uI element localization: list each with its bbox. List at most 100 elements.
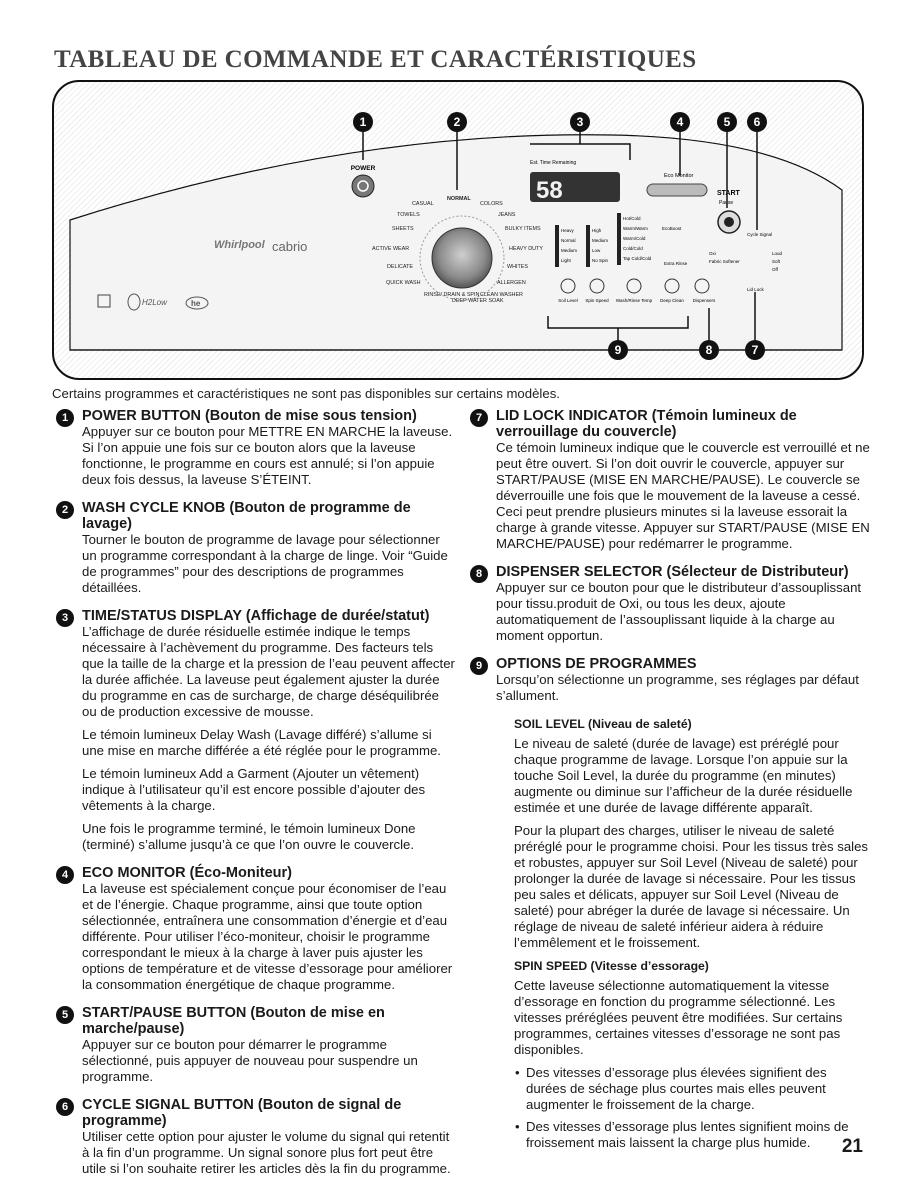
wash-cycle-knob-graphic xyxy=(419,215,505,301)
section-time-status-display: 3 TIME/STATUS DISPLAY (Affichage de duré… xyxy=(56,608,456,853)
spin-button-icon xyxy=(589,278,605,294)
section-dispenser-selector: 8 DISPENSER SELECTOR (Sélecteur de Distr… xyxy=(470,564,870,644)
cycle-label-colors: COLORS xyxy=(480,201,503,207)
callout-3: 3 xyxy=(577,115,584,129)
section-wash-cycle-knob: 2 WASH CYCLE KNOB (Bouton de programme d… xyxy=(56,500,456,596)
subsection-title: SPIN SPEED (Vitesse d’essorage) xyxy=(514,959,709,973)
deep-clean-button-icon xyxy=(664,278,680,294)
bullet-item: Des vitesses d’essorage plus élevées sig… xyxy=(515,1065,870,1113)
callout-5: 5 xyxy=(724,115,731,129)
h2low-logo-icon xyxy=(127,293,141,311)
section-title: WASH CYCLE KNOB (Bouton de programme de … xyxy=(82,500,411,532)
section-number-badge: 3 xyxy=(56,609,74,627)
soil-light: Light xyxy=(561,258,572,263)
cycle-label-bulky: BULKY ITEMS xyxy=(505,226,541,232)
brand-logo: Whirlpool xyxy=(214,239,266,251)
display-digits: 58 xyxy=(536,177,563,204)
section-title: POWER BUTTON (Bouton de mise sous tensio… xyxy=(82,408,417,424)
section-paragraph: La laveuse est spécialement conçue pour … xyxy=(82,881,453,992)
cycle-signal-loud: Loud xyxy=(772,251,783,256)
wash-rinse-temp-label: Wash/Rinse Temp xyxy=(616,298,653,303)
cycle-label-whites: WHITES xyxy=(507,264,528,270)
section-title: ECO MONITOR (Éco-Moniteur) xyxy=(82,865,292,881)
section-paragraph: L’affichage de durée résiduelle estimée … xyxy=(82,624,455,719)
soil-heavy: Heavy xyxy=(561,228,575,233)
page-title: TABLEAU DE COMMANDE ET CARACTÉRISTIQUES xyxy=(54,46,697,73)
power-button-graphic xyxy=(351,174,375,198)
soil-normal: Normal xyxy=(561,238,576,243)
section-power-button: 1 POWER BUTTON (Bouton de mise sous tens… xyxy=(56,408,456,488)
spin-low: Low xyxy=(592,248,601,253)
section-paragraph: Tourner le bouton de programme de lavage… xyxy=(82,532,448,595)
callout-9: 9 xyxy=(615,343,622,357)
subsection-paragraph: Le niveau de saleté (durée de lavage) es… xyxy=(514,736,853,815)
section-lid-lock: 7 LID LOCK INDICATOR (Témoin lumineux de… xyxy=(470,408,870,552)
deep-clean-label: Deep Clean xyxy=(660,298,684,303)
temp-hotcold: Hot/Cold xyxy=(623,216,641,221)
section-start-pause: 5 START/PAUSE BUTTON (Bouton de mise en … xyxy=(56,1005,456,1085)
cycle-signal-label: Cycle Signal xyxy=(747,232,772,237)
extra-rinse-label: Extra Rinse xyxy=(664,261,688,266)
spin-medium: Medium xyxy=(592,238,608,243)
model-logo: cabrio xyxy=(272,239,307,254)
cycle-label-casual: CASUAL xyxy=(412,201,434,207)
section-paragraph: Appuyer sur ce bouton pour que le distri… xyxy=(496,580,862,643)
section-cycle-signal: 6 CYCLE SIGNAL BUTTON (Bouton de signal … xyxy=(56,1097,456,1177)
section-number-badge: 5 xyxy=(56,1006,74,1024)
temp-warmcold: Warm/Cold xyxy=(623,236,646,241)
subsection-title: SOIL LEVEL (Niveau de saleté) xyxy=(514,717,692,731)
control-panel-illustration: POWER Whirlpool cabrio H2Low he NORMAL C… xyxy=(52,80,864,380)
section-title: OPTIONS DE PROGRAMMES xyxy=(496,656,697,672)
section-title: CYCLE SIGNAL BUTTON (Bouton de signal de… xyxy=(82,1097,402,1129)
availability-note: Certains programmes et caractéristiques … xyxy=(52,386,560,401)
section-title: START/PAUSE BUTTON (Bouton de mise en ma… xyxy=(82,1005,385,1037)
start-label: START xyxy=(717,190,741,197)
subsection-spin-speed: SPIN SPEED (Vitesse d’essorage) Cette la… xyxy=(470,958,870,1151)
section-eco-monitor: 4 ECO MONITOR (Éco-Moniteur) La laveuse … xyxy=(56,865,456,993)
spin-speed-label: Spin Speed xyxy=(585,298,609,303)
subsection-paragraph: Pour la plupart des charges, utiliser le… xyxy=(514,823,869,950)
section-number-badge: 2 xyxy=(56,501,74,519)
cycle-label-quickwash: QUICK WASH xyxy=(386,280,421,286)
section-paragraph: Appuyer sur ce bouton pour METTRE EN MAR… xyxy=(82,424,453,487)
dispenser-oxi: Oxi xyxy=(709,251,716,256)
eco-monitor-bar xyxy=(646,183,708,197)
temp-button-icon xyxy=(626,278,642,294)
callout-8: 8 xyxy=(706,343,713,357)
cycle-label-towels: TOWELS xyxy=(397,212,420,218)
spin-nospin: No Spin xyxy=(592,258,609,263)
callout-2: 2 xyxy=(454,115,461,129)
section-paragraph: Une fois le programme terminé, le témoin… xyxy=(82,821,416,852)
section-number-badge: 1 xyxy=(56,409,74,427)
cycle-label-heavyduty: HEAVY DUTY xyxy=(509,246,543,252)
callout-6: 6 xyxy=(754,115,761,129)
cycle-label-rinse: RINSE/ DRAIN & SPIN xyxy=(424,292,480,298)
he-logo: he xyxy=(191,299,201,308)
he-logo-icon xyxy=(185,296,209,310)
est-time-label: Est. Time Remaining xyxy=(530,160,576,166)
cycle-signal-soft: Soft xyxy=(772,259,781,264)
spin-high: High xyxy=(592,228,602,233)
cycle-label-activewear: ACTIVE WEAR xyxy=(372,246,409,252)
cycle-label-sheets: SHEETS xyxy=(392,226,414,232)
soil-medium: Medium xyxy=(561,248,577,253)
eco-monitor-label: Eco Monitor xyxy=(664,173,694,179)
page-number: 21 xyxy=(841,1136,863,1157)
section-paragraph: Appuyer sur ce bouton pour démarrer le p… xyxy=(82,1037,418,1084)
temp-tapcold: Tap Cold/Cold xyxy=(623,256,652,261)
section-number-badge: 9 xyxy=(470,657,488,675)
cycle-signal-off: Off xyxy=(772,267,779,272)
section-paragraph: Lorsqu’on sélectionne un programme, ses … xyxy=(496,672,859,703)
pause-label: Pause xyxy=(719,200,733,206)
spin-speed-bullets: Des vitesses d’essorage plus élevées sig… xyxy=(514,1065,870,1151)
cycle-label-allergen: ALLERGEN xyxy=(497,280,526,286)
section-number-badge: 4 xyxy=(56,866,74,884)
callout-7: 7 xyxy=(752,343,759,357)
dispenser-button-icon xyxy=(694,278,710,294)
dispensers-label: Dispensers xyxy=(693,298,716,303)
power-label: POWER xyxy=(351,165,376,172)
dispenser-softener: Fabric Softener xyxy=(709,259,740,264)
section-title: TIME/STATUS DISPLAY (Affichage de durée/… xyxy=(82,608,430,624)
cycle-label-delicate: DELICATE xyxy=(387,264,413,270)
cycle-label-normal: NORMAL xyxy=(447,196,471,202)
